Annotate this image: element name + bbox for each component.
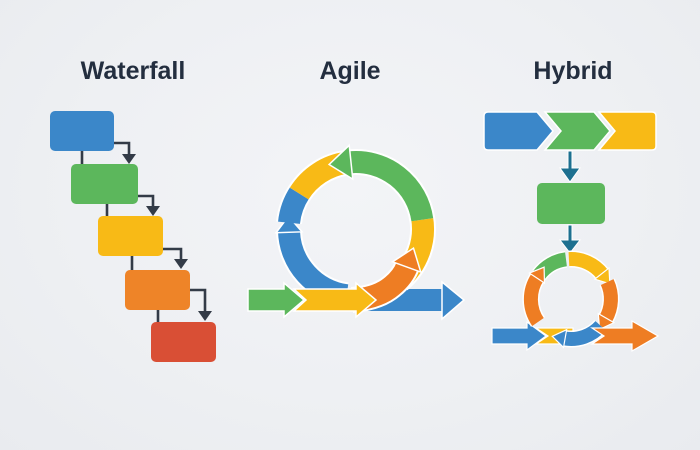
column-title-waterfall: Waterfall — [80, 57, 186, 85]
agile-inflow-arrow-green — [247, 281, 306, 319]
elbow-connector — [190, 288, 207, 312]
agile-loop-blue-arc-upper — [278, 186, 310, 225]
hybrid-inflow-arrow-blue — [491, 320, 548, 352]
hybrid-chevron-blue — [483, 111, 554, 151]
hybrid-chevron-yellow — [597, 111, 657, 151]
hybrid-diagram — [483, 111, 660, 353]
waterfall-stage-box-1 — [50, 111, 114, 151]
waterfall-diagram — [50, 111, 216, 362]
down-arrowhead — [122, 154, 136, 164]
agile-diagram — [247, 143, 466, 321]
waterfall-stage-box-5 — [151, 322, 216, 362]
elbow-connector — [138, 194, 155, 207]
hybrid-loop-orange-left-arc — [523, 266, 546, 326]
waterfall-stage-box-3 — [98, 216, 163, 256]
agile-inflow-arrow-yellow — [292, 281, 378, 319]
column-title-hybrid: Hybrid — [533, 57, 613, 85]
agile-loop-blue-arc — [274, 215, 349, 307]
waterfall-arrowheads — [122, 154, 212, 321]
hybrid-down-arrow-1 — [559, 150, 581, 183]
hybrid-outflow-arrow-orange — [590, 319, 660, 353]
down-arrowhead — [174, 259, 188, 269]
elbow-connector — [114, 141, 131, 155]
hybrid-loop-yellow-arc — [568, 252, 611, 285]
agile-loop-green-arc — [327, 143, 434, 222]
down-arrowhead — [198, 311, 212, 321]
down-arrowhead — [146, 206, 160, 216]
waterfall-stage-box-4 — [125, 270, 190, 310]
column-title-agile: Agile — [319, 57, 381, 85]
hybrid-down-arrow-2 — [558, 224, 582, 254]
waterfall-stage-box-2 — [71, 164, 138, 204]
waterfall-connectors — [80, 141, 207, 324]
hybrid-chevron-green — [543, 111, 611, 151]
hybrid-stage-box — [537, 183, 605, 224]
hybrid-loop-orange-right-arc — [597, 279, 618, 331]
elbow-connector — [163, 247, 183, 260]
agile-outflow-arrowhead — [441, 280, 466, 321]
